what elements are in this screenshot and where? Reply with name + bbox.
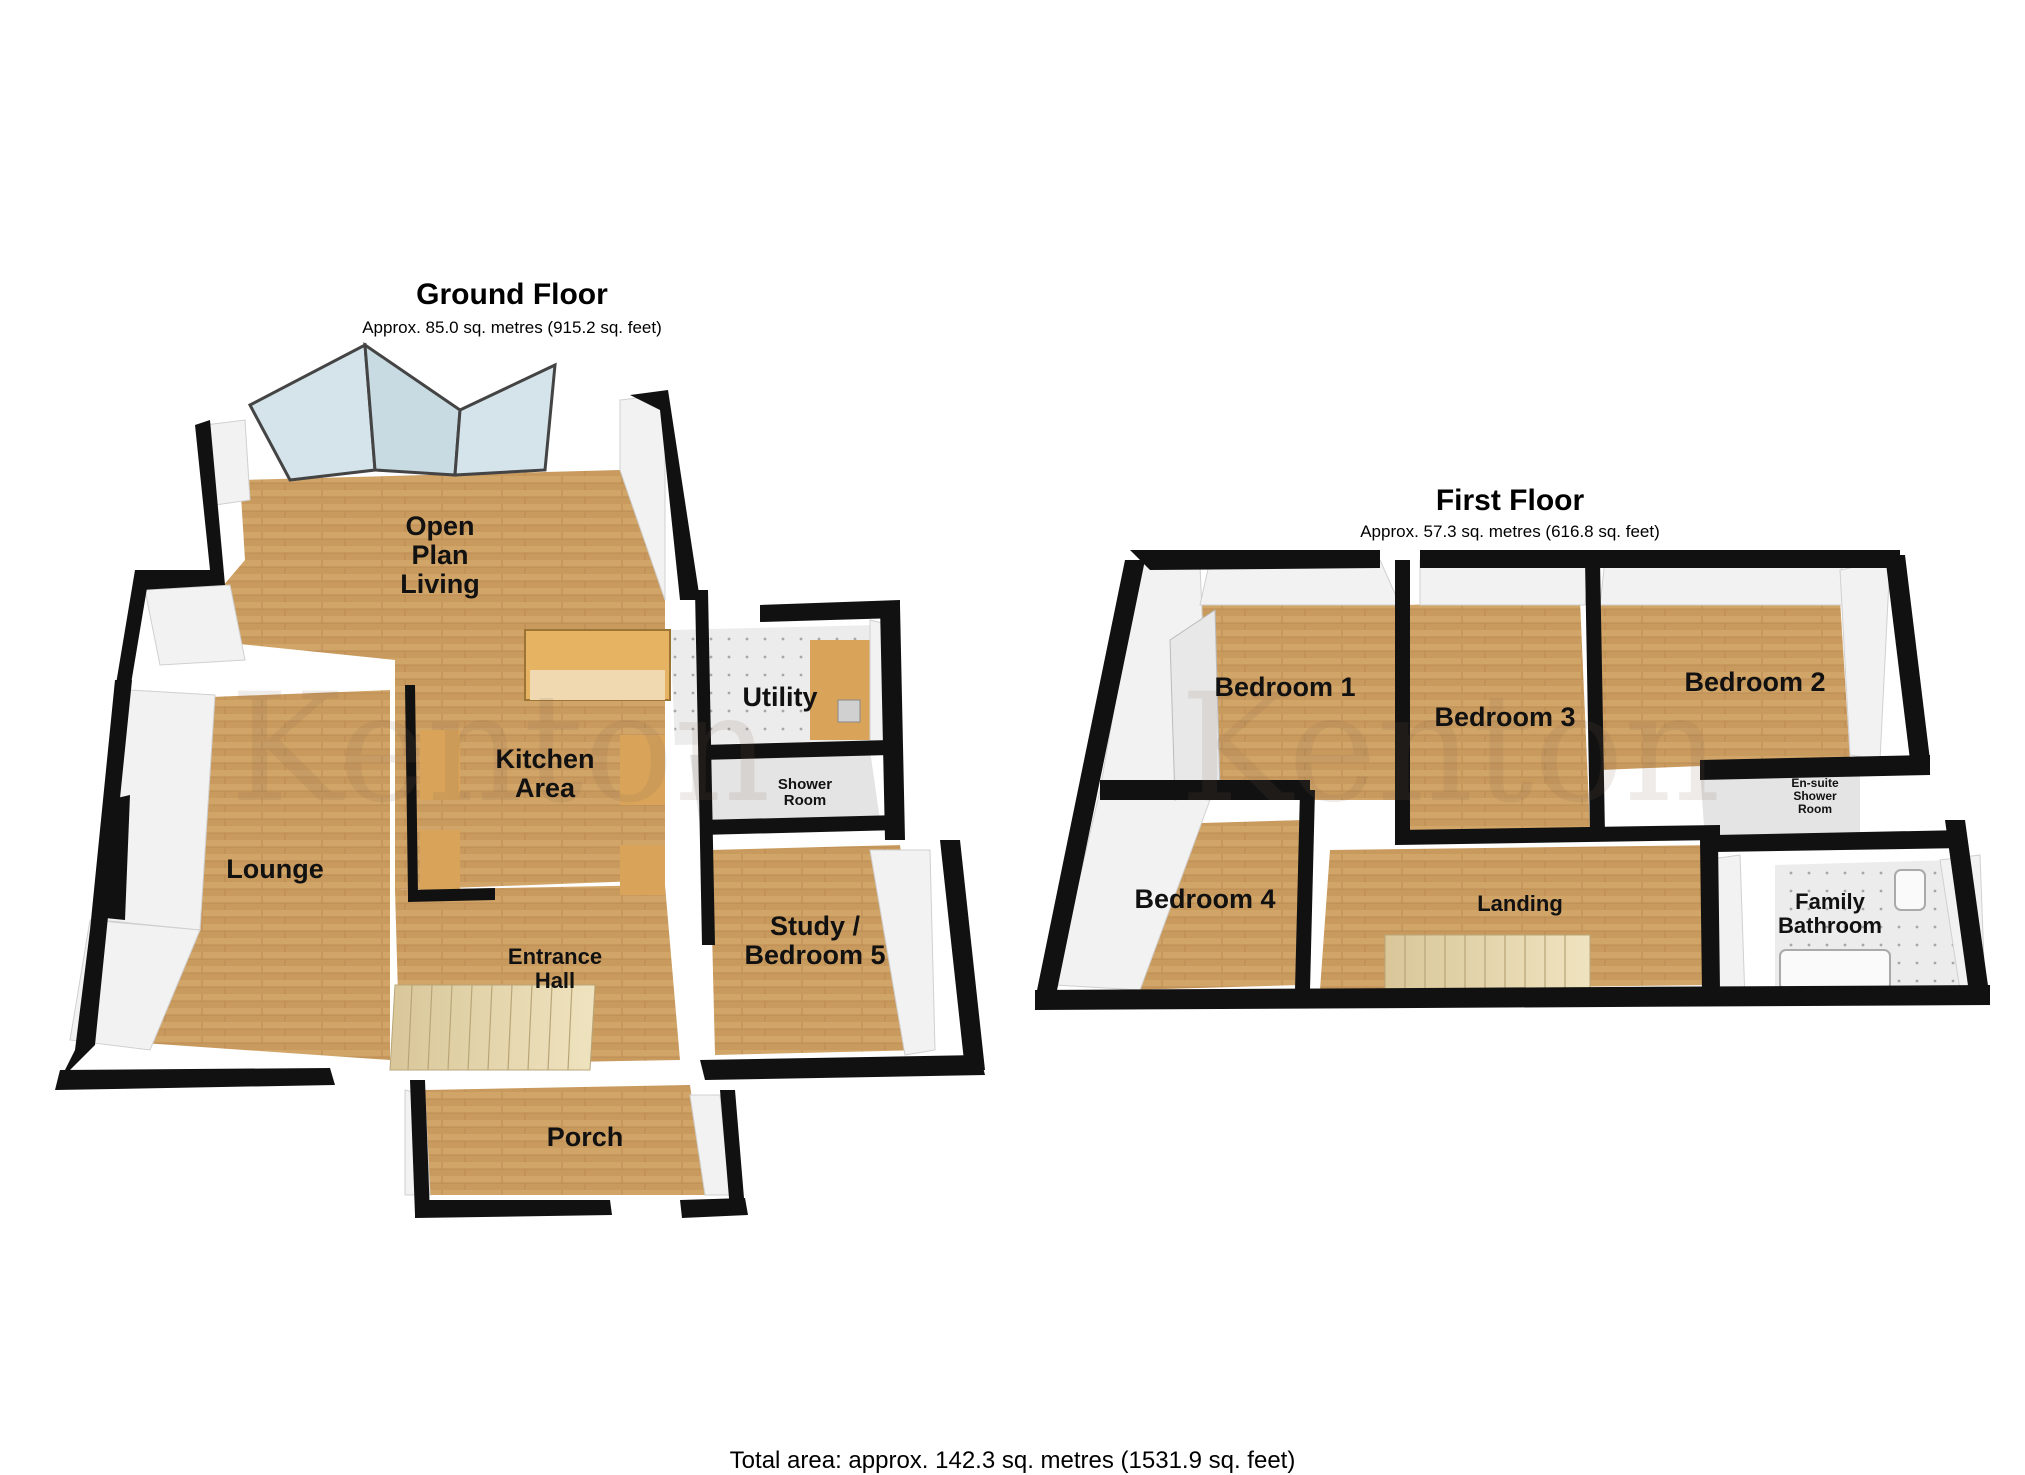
gf-wall-utility-top — [760, 600, 900, 622]
watermark-ground: Kenton — [230, 662, 771, 836]
gf-wall-bottom — [55, 1068, 335, 1090]
label-landing: Landing — [1477, 891, 1563, 916]
toilet — [1894, 869, 1926, 911]
bedroom3-floor — [1405, 600, 1590, 835]
gf-wall-study-top — [700, 815, 900, 835]
bifold-door-centre — [363, 341, 462, 477]
gf-wall-porch-right — [720, 1090, 745, 1210]
label-bedroom-2: Bedroom 2 — [1684, 667, 1826, 697]
ground-floor-title: Ground Floor — [416, 278, 608, 311]
label-family-bathroom: Family Bathroom — [1778, 889, 1882, 938]
gf-wall-bottom-right — [700, 1055, 985, 1080]
ff-wall-right — [1885, 555, 1930, 760]
ff-wall-bath-top — [1715, 830, 1965, 852]
kitchen-unit-left-top — [420, 730, 460, 800]
label-lounge: Lounge — [226, 854, 324, 884]
label-bedroom-3: Bedroom 3 — [1434, 702, 1576, 732]
label-porch: Porch — [546, 1122, 624, 1152]
label-shower-room: Shower Room — [777, 776, 833, 810]
ensuite-floor — [1700, 765, 1860, 840]
ff-wall-left — [1035, 560, 1145, 1000]
label-bedroom-4: Bedroom 4 — [1134, 884, 1276, 914]
first-floor-plan — [1035, 550, 1990, 1010]
bath — [1779, 949, 1891, 991]
bedroom1-floor — [1200, 600, 1400, 800]
utility-sink — [837, 699, 861, 723]
gf-wall-porch-left — [410, 1080, 430, 1215]
label-utility: Utility — [742, 682, 818, 712]
gf-wall-top-right — [630, 390, 700, 600]
first-floor-title: First Floor — [1435, 484, 1585, 517]
gf-wall-porch-bottom — [415, 1200, 612, 1218]
label-kitchen-area: Kitchen Area — [495, 744, 595, 804]
ff-wall-bottom — [1035, 985, 1990, 1010]
gf-wall-right — [940, 840, 985, 1070]
study-floor — [710, 845, 925, 1055]
ff-wall-bed3-right — [1585, 560, 1605, 835]
ff-wall-bed3-left — [1395, 560, 1410, 835]
utility-worktop — [810, 640, 880, 740]
ff-wall-bath-right — [1945, 820, 1990, 1000]
label-entrance-hall: Entrance Hall — [507, 944, 603, 993]
gf-wall-left-upper — [140, 420, 225, 590]
label-ensuite-shower-room: En-suite Shower Room — [1791, 776, 1839, 816]
watermark-first: Kenton — [1180, 662, 1721, 836]
gf-wall-chimney — [105, 795, 130, 920]
kitchen-unit-right-top — [620, 735, 665, 805]
gf-wall-left-lower — [60, 680, 132, 1080]
open-plan-floor — [160, 470, 665, 890]
bifold-door-left — [247, 342, 377, 482]
ff-wall-ensuite — [1700, 755, 1930, 780]
ground-floor-area: Approx. 85.0 sq. metres (915.2 sq. feet) — [362, 318, 662, 337]
ff-wall-bed4-right — [1295, 790, 1315, 990]
gf-wall-kitchen-left — [405, 685, 418, 895]
ff-wall-bed4-top — [1100, 780, 1310, 800]
kitchen-unit-right-bottom — [620, 845, 665, 895]
gf-wall-kitchen-right — [695, 590, 715, 945]
shower-room-floor — [690, 750, 880, 825]
gf-wall-kitchen-bottom — [408, 888, 495, 902]
ff-wall-top-right — [1605, 550, 1900, 568]
bedroom2-floor — [1600, 600, 1850, 770]
label-study-bedroom-5: Study / Bedroom 5 — [744, 911, 886, 971]
total-area: Total area: approx. 142.3 sq. metres (15… — [729, 1447, 1296, 1474]
gf-wall-left — [115, 570, 150, 690]
ff-wall-bath-left — [1700, 840, 1720, 990]
ff-wall-top-left — [1130, 550, 1380, 570]
porch-floor — [425, 1085, 705, 1195]
label-bedroom-1: Bedroom 1 — [1214, 672, 1356, 702]
ff-wall-landing-top — [1395, 825, 1720, 845]
gf-wall-shower — [700, 740, 890, 760]
gf-wall-utility-right — [880, 605, 905, 840]
kitchen-unit-left-bottom — [420, 830, 460, 895]
ground-floor-plan — [55, 341, 985, 1218]
ff-wall-top-mid — [1420, 550, 1605, 568]
label-open-plan-living: Open Plan Living — [400, 511, 480, 600]
ground-stairs — [389, 984, 596, 1071]
first-floor-area: Approx. 57.3 sq. metres (616.8 sq. feet) — [1360, 522, 1660, 541]
bifold-door-right — [453, 362, 557, 477]
